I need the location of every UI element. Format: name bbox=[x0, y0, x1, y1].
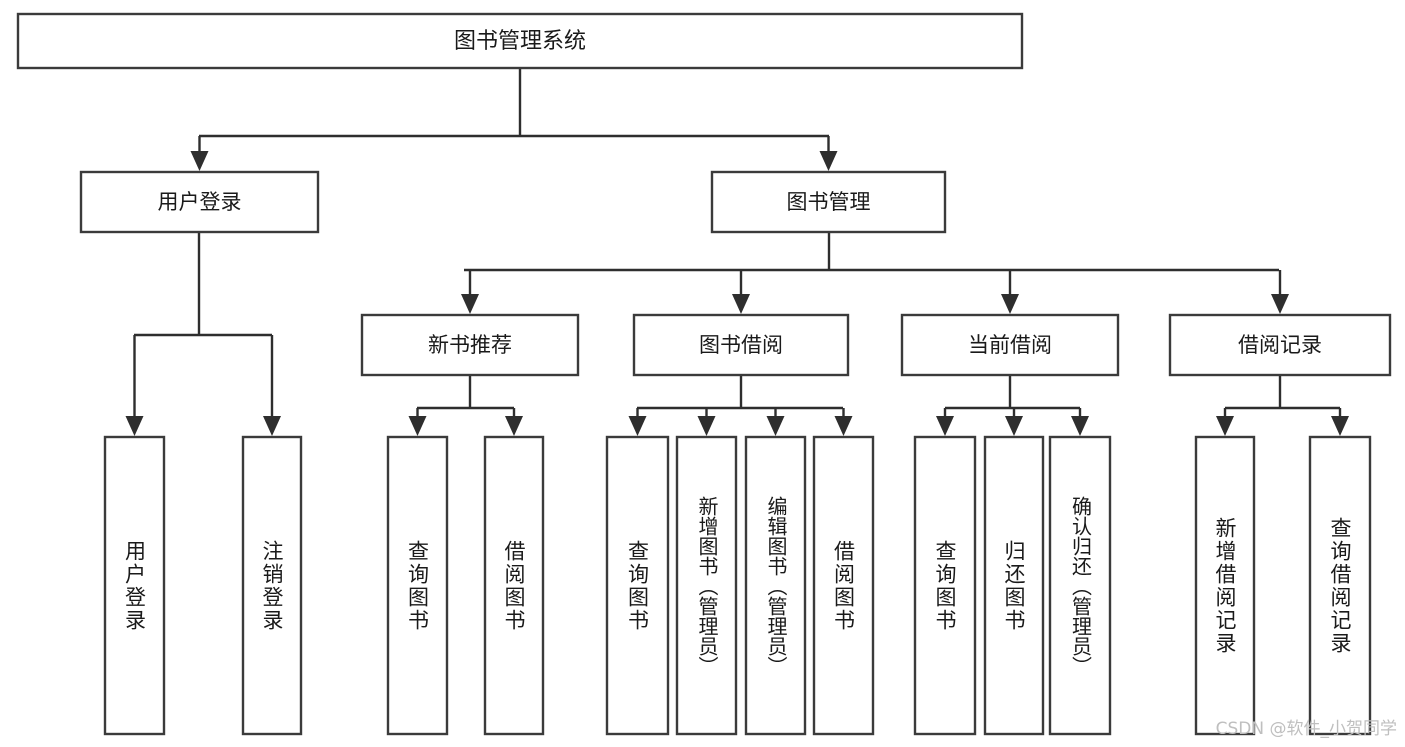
arrow-to-leaf-6 bbox=[766, 416, 785, 436]
level3-node-0-label: 新书推荐 bbox=[428, 333, 512, 357]
arrow-to-leaf-11 bbox=[1216, 416, 1234, 436]
level2-node-0-label: 用户登录 bbox=[158, 190, 242, 214]
arrow-to-leaf-0 bbox=[125, 416, 144, 436]
root-node-box bbox=[16, 12, 1024, 70]
level3-node-3-label: 借阅记录 bbox=[1238, 333, 1322, 357]
arrow-to-leaf-9 bbox=[1005, 416, 1023, 436]
arrow-root-to-l2-1 bbox=[819, 151, 838, 171]
leaf-node-5-box bbox=[675, 435, 738, 736]
box-layer bbox=[16, 12, 1392, 736]
arrow-root-to-l2-0 bbox=[190, 151, 209, 171]
level2-node-1-box bbox=[710, 170, 947, 234]
arrow-to-leaf-5 bbox=[697, 416, 716, 436]
level3-node-1-label: 图书借阅 bbox=[699, 333, 783, 357]
leaf-node-12-box bbox=[1308, 435, 1372, 736]
level3-node-1-box bbox=[632, 313, 850, 377]
level3-node-2-box bbox=[900, 313, 1120, 377]
leaf-node-4-box bbox=[605, 435, 670, 736]
level2-node-1-label: 图书管理 bbox=[787, 190, 871, 214]
leaf-node-10-box bbox=[1048, 435, 1112, 736]
level3-node-0-box bbox=[360, 313, 580, 377]
arrow-l2-to-l3-0 bbox=[461, 294, 479, 314]
arrow-to-leaf-8 bbox=[936, 416, 954, 436]
root-node-label: 图书管理系统 bbox=[454, 29, 586, 54]
level3-node-3-box bbox=[1168, 313, 1392, 377]
arrow-l2-to-l3-1 bbox=[732, 294, 750, 314]
arrow-to-leaf-4 bbox=[628, 416, 647, 436]
leaf-node-7-box bbox=[812, 435, 875, 736]
leaf-node-1-box bbox=[241, 435, 303, 736]
arrow-to-leaf-3 bbox=[505, 416, 523, 436]
arrow-to-leaf-10 bbox=[1071, 416, 1089, 436]
arrow-to-leaf-7 bbox=[834, 416, 853, 436]
arrow-l2-to-l3-2 bbox=[1001, 294, 1019, 314]
connector-layer bbox=[125, 68, 1349, 436]
leaf-node-8-box bbox=[913, 435, 977, 736]
arrow-to-leaf-12 bbox=[1331, 416, 1349, 436]
leaf-node-2-box bbox=[386, 435, 449, 736]
leaf-node-9-box bbox=[983, 435, 1045, 736]
level2-node-0-box bbox=[79, 170, 320, 234]
arrow-to-leaf-1 bbox=[263, 416, 281, 436]
leaf-node-11-box bbox=[1194, 435, 1256, 736]
level3-node-2-label: 当前借阅 bbox=[968, 333, 1052, 357]
arrow-to-leaf-2 bbox=[408, 416, 427, 436]
leaf-node-0-box bbox=[103, 435, 166, 736]
arrow-l2-to-l3-3 bbox=[1271, 294, 1289, 314]
leaf-node-6-box bbox=[744, 435, 807, 736]
leaf-node-3-box bbox=[483, 435, 545, 736]
